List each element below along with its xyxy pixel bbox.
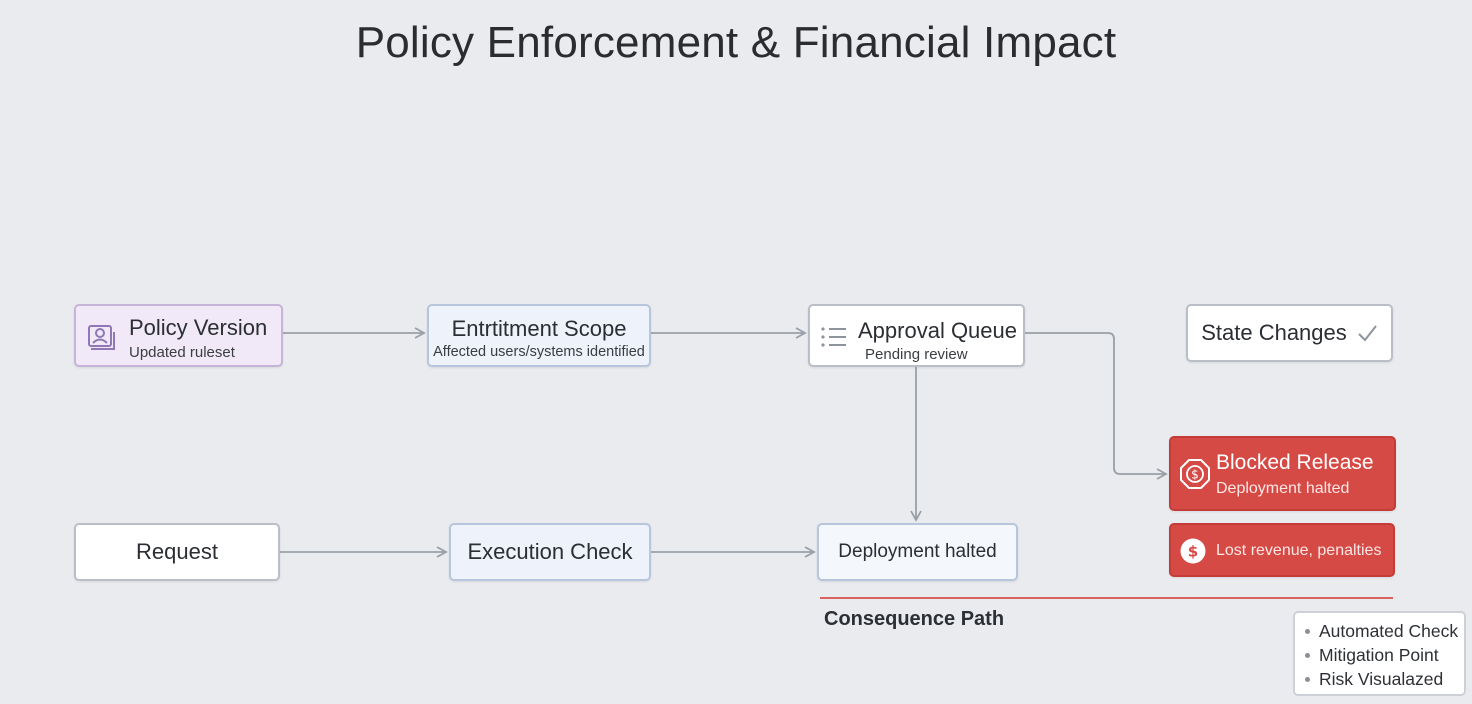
legend: Automated Check Mitigation Point Risk Vi…: [1293, 611, 1466, 696]
node-subtitle: Pending review: [865, 346, 968, 363]
dollar-octagon-icon: $: [1180, 459, 1210, 489]
legend-item: Mitigation Point: [1305, 643, 1464, 667]
diagram-title: Policy Enforcement & Financial Impact: [355, 18, 1117, 67]
bullet-icon: [1305, 628, 1310, 634]
node-title: Deployment halted: [838, 541, 997, 562]
node-title: Execution Check: [467, 539, 633, 564]
node-title: Approval Queue: [858, 318, 1017, 343]
node-title: Entrtitment Scope: [451, 316, 627, 341]
svg-text:$: $: [1191, 468, 1199, 482]
bullet-icon: [1305, 676, 1310, 682]
legend-item-label: Automated Check: [1319, 620, 1459, 641]
node-state-changes[interactable]: State Changes: [1186, 304, 1393, 362]
edge-queue-to-blocked: [1025, 332, 1168, 480]
node-subtitle: Updated ruleset: [129, 344, 235, 361]
node-deployment-halted[interactable]: Deployment halted: [817, 523, 1018, 581]
node-entitlement-scope[interactable]: Entrtitment Scope Affected users/systems…: [427, 304, 651, 367]
node-blocked-release[interactable]: $ Blocked Release Deployment halted: [1169, 436, 1396, 511]
node-title: State Changes: [1201, 320, 1347, 345]
legend-item: Automated Check: [1305, 619, 1464, 643]
list-icon: [821, 327, 846, 347]
svg-text:$: $: [1188, 543, 1198, 561]
node-title: Lost revenue, penalties: [1216, 542, 1382, 559]
consequence-path-line: [820, 597, 1393, 599]
consequence-path-label: Consequence Path: [824, 608, 1005, 630]
node-title: Request: [136, 539, 218, 564]
legend-item-label: Risk Visualazed: [1319, 668, 1444, 689]
node-lost-revenue[interactable]: $ Lost revenue, penalties: [1169, 523, 1395, 577]
dollar-circle-icon: $: [1180, 538, 1206, 564]
checkmark-icon: [1358, 325, 1377, 342]
node-policy-version[interactable]: Policy Version Updated ruleset: [74, 304, 283, 367]
bullet-icon: [1305, 652, 1310, 658]
user-document-icon: [88, 325, 115, 350]
node-subtitle: Affected users/systems identified: [433, 344, 645, 360]
node-title: Blocked Release: [1216, 451, 1374, 474]
node-subtitle: Deployment halted: [1216, 480, 1350, 497]
node-execution-check[interactable]: Execution Check: [449, 523, 651, 581]
node-approval-queue[interactable]: Approval Queue Pending review: [808, 304, 1025, 367]
legend-item: Risk Visualazed: [1305, 667, 1464, 691]
node-title: Policy Version: [129, 315, 268, 340]
legend-item-label: Mitigation Point: [1319, 644, 1439, 665]
node-request[interactable]: Request: [74, 523, 280, 581]
